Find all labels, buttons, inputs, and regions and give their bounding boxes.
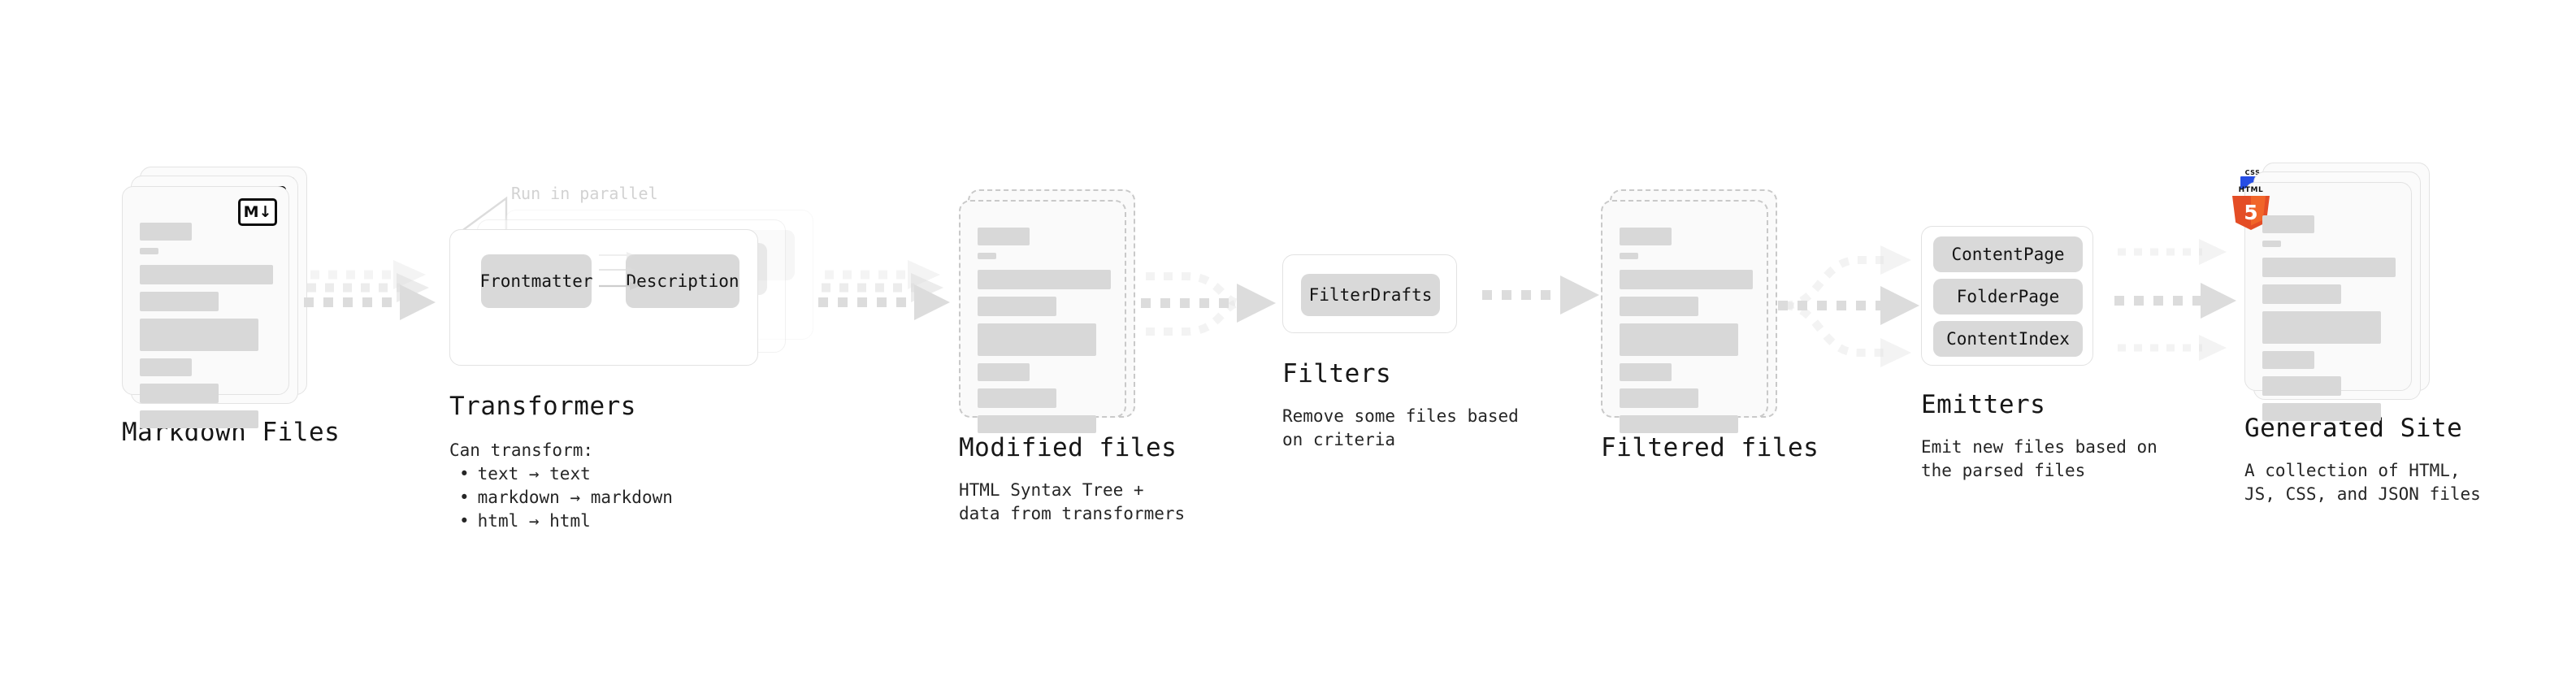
markdown-file-stack: M↓ M↓ M↓ [122,167,307,428]
stage-filtered-files: Filtered files [1601,180,1819,462]
chip-contentpage[interactable]: ContentPage [1933,236,2083,272]
modified-file-stack [959,180,1135,433]
transformer-inner-arrows [599,252,640,290]
stage-generated-site: HTML 5 Generated Site A collectio [2232,163,2481,506]
generated-site-stack: HTML 5 [2232,163,2430,421]
stage-transformers: Run in parallel Frontmatter Description [449,184,823,533]
transformers-caption-head: Can transform: [449,440,594,460]
sheet-front: M↓ [122,186,289,428]
transformers-bullet-list: text → text markdown → markdown html → h… [449,462,823,533]
document-placeholder-lines [140,223,275,436]
stage-title-filters: Filters [1282,359,1392,388]
document-placeholder-lines [2262,215,2398,428]
filtered-file-stack [1601,180,1777,433]
transformer-stack: Run in parallel Frontmatter Description [449,184,823,366]
stage-emitters: ContentPage FolderPage ContentIndex Emit… [1921,226,2158,483]
bullet-markdown: markdown → markdown [459,486,823,510]
chip-folderpage[interactable]: FolderPage [1933,279,2083,314]
stage-filters: FilterDrafts Filters Remove some files b… [1282,254,1519,452]
connector-modified-to-filters [1141,272,1276,336]
stage-title-emitters: Emitters [1921,390,2046,419]
generated-site-caption: A collection of HTML, JS, CSS, and JSON … [2244,461,2481,504]
stage-title-modified-files: Modified files [959,433,1177,462]
chip-frontmatter[interactable]: Frontmatter [479,254,593,308]
bullet-text: text → text [459,462,823,486]
connector-filters-to-filtered [1482,275,1599,314]
connector-filtered-to-emitters [1778,245,1919,367]
stage-markdown-files: M↓ M↓ M↓ Markdown Files [122,167,340,447]
stage-title-transformers: Transformers [449,392,636,421]
sheet-front-dashed [959,200,1126,433]
filters-box: FilterDrafts [1282,254,1457,333]
sheet-front: HTML 5 [2232,182,2412,421]
transformer-panel-front: Frontmatter Description [449,229,758,366]
chip-description[interactable]: Description [626,254,739,308]
emitters-caption: Emit new files based on the parsed files [1921,437,2158,480]
emitters-box-wrap: ContentPage FolderPage ContentIndex [1921,226,2093,366]
connector-markdown-to-transformers [304,260,436,320]
connector-transformers-to-modified [818,260,950,320]
sheet-front-dashed [1601,200,1768,433]
markdown-icon: M↓ [238,198,277,226]
filters-caption: Remove some files based on criteria [1282,406,1519,449]
document-placeholder-lines [1620,228,1754,440]
modified-files-caption: HTML Syntax Tree + data from transformer… [959,480,1186,523]
emitters-box: ContentPage FolderPage ContentIndex [1921,226,2093,366]
bullet-html: html → html [459,510,823,533]
document-placeholder-lines [978,228,1112,440]
chip-contentindex[interactable]: ContentIndex [1933,321,2083,357]
filters-box-wrap: FilterDrafts [1282,254,1457,333]
html5-icon: HTML 5 [2232,186,2270,230]
stage-modified-files: Modified files HTML Syntax Tree + data f… [959,180,1185,526]
connector-emitters-to-site [2114,239,2236,361]
chip-filterdrafts[interactable]: FilterDrafts [1301,274,1440,316]
stage-title-filtered-files: Filtered files [1601,433,1819,462]
parallel-note: Run in parallel [511,184,658,203]
